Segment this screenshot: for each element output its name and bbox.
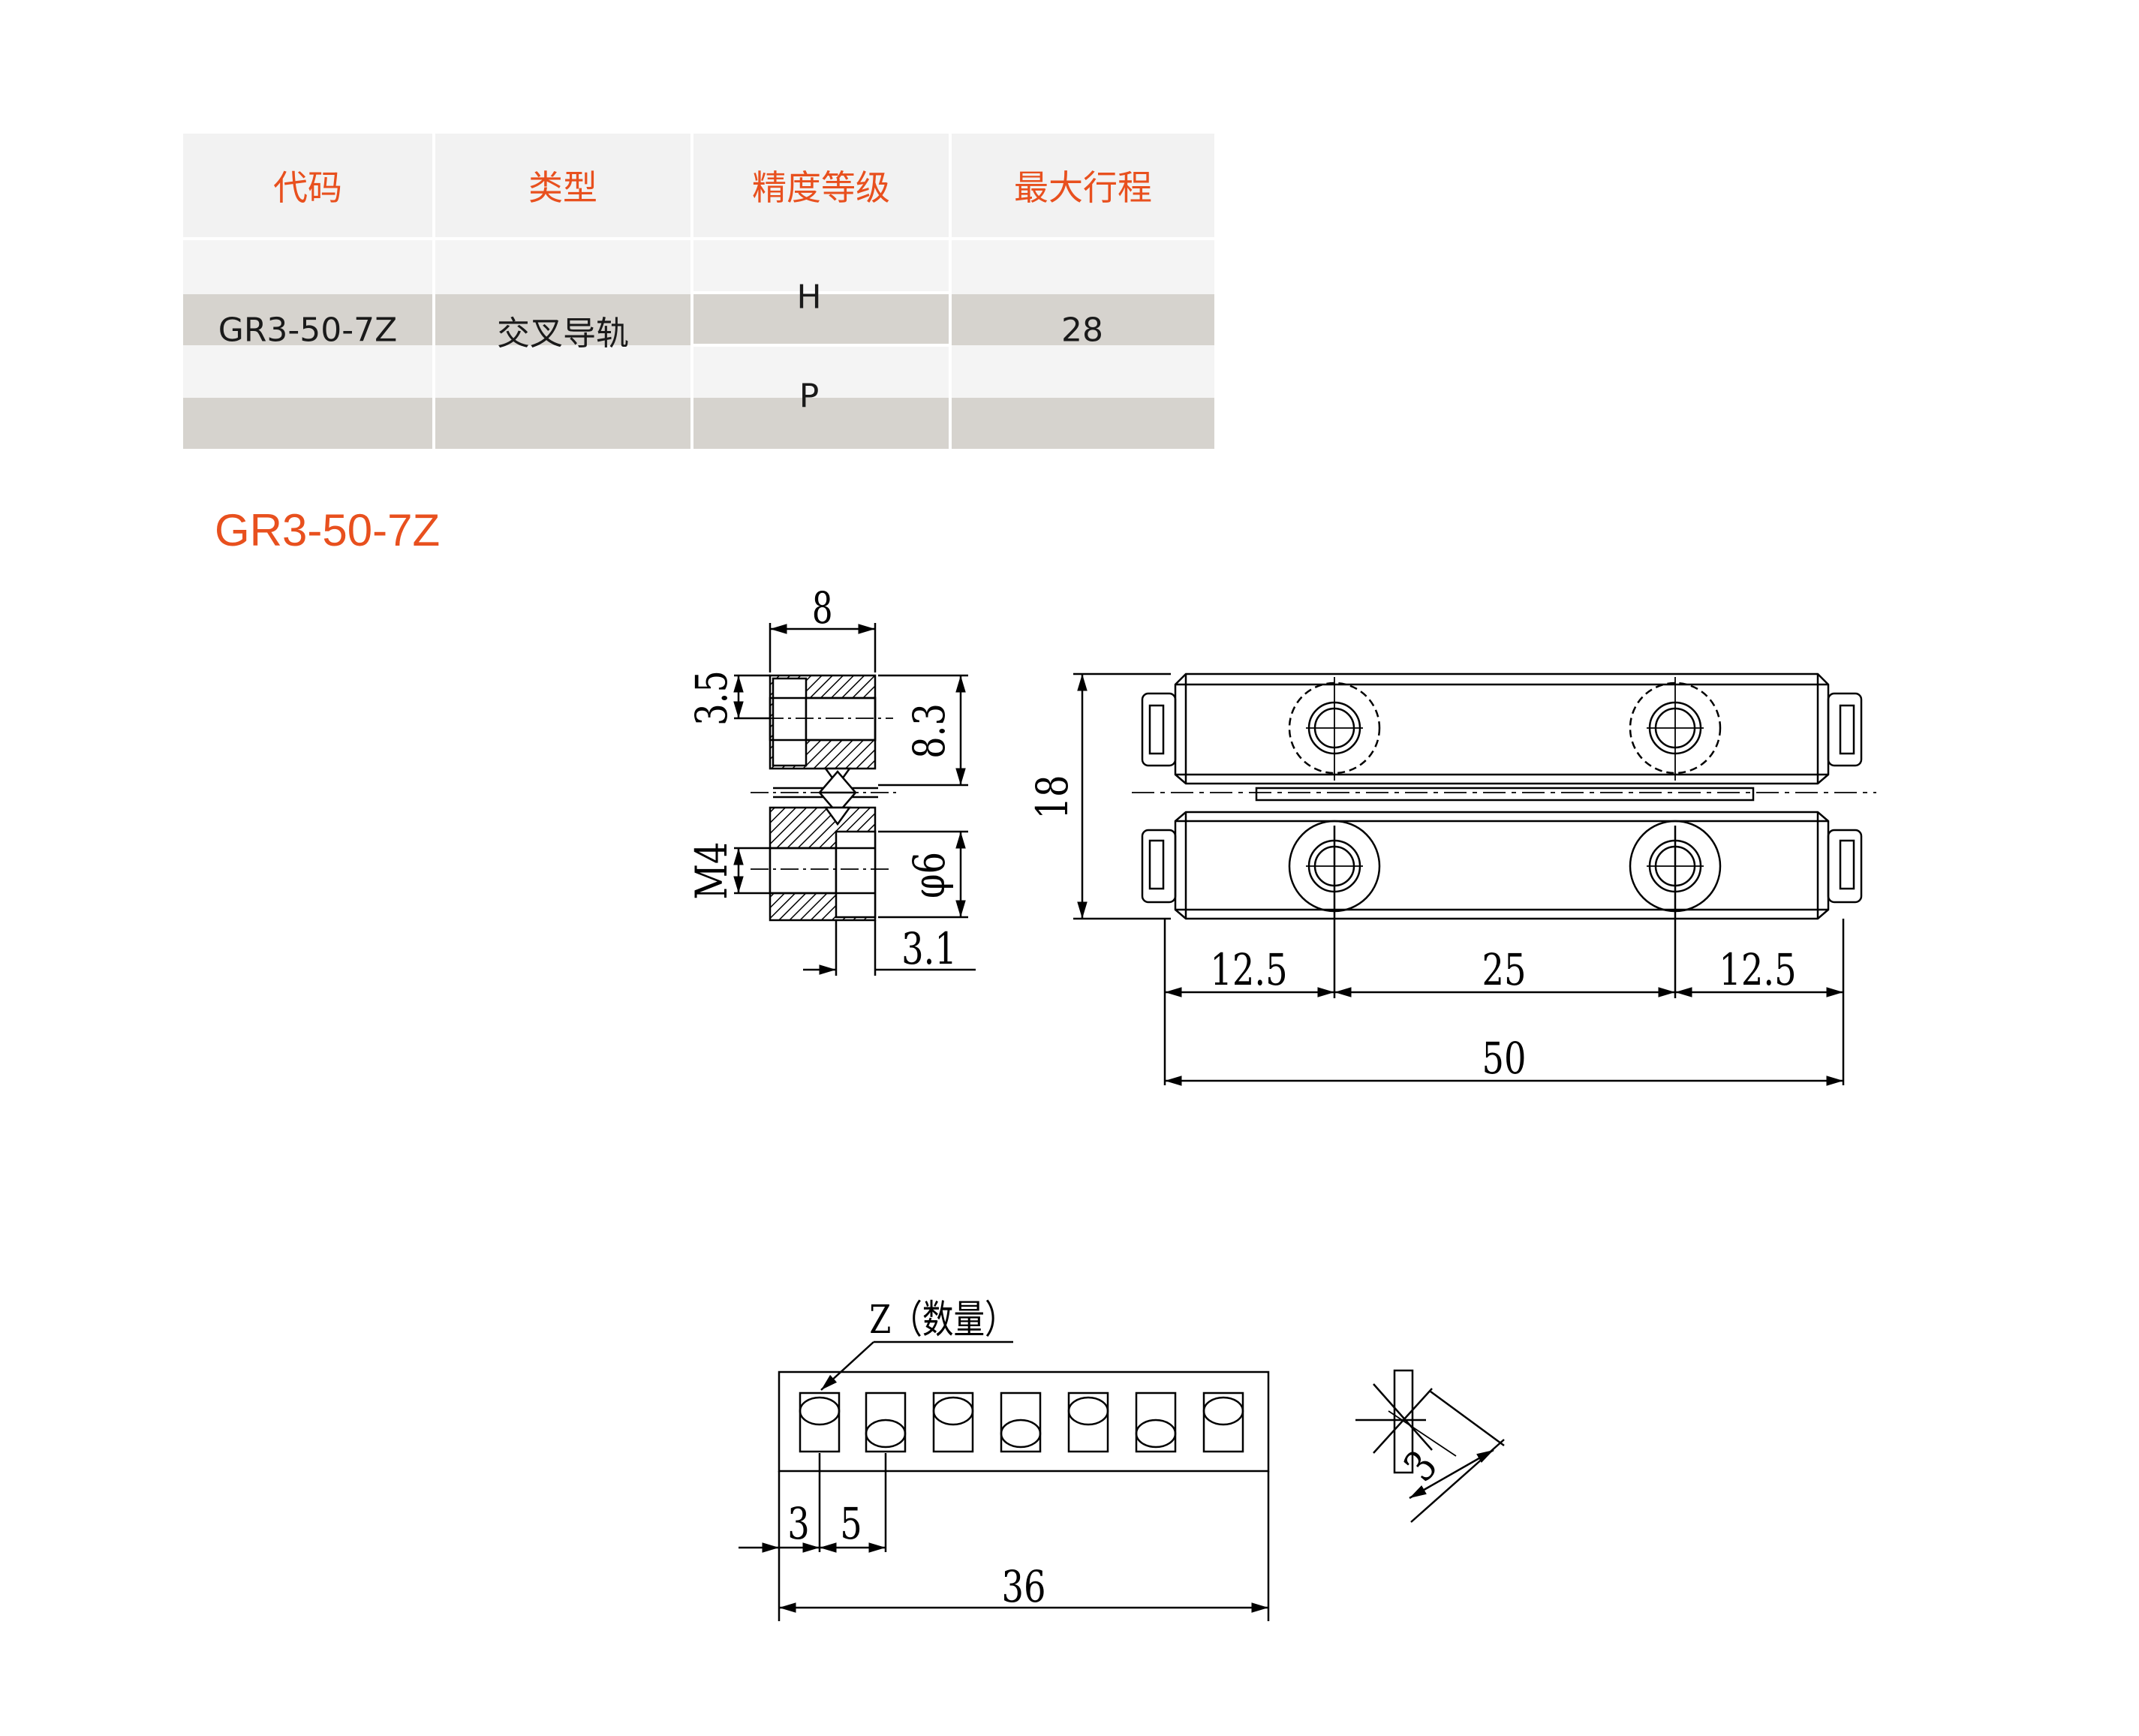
model-title: GR3-50-7Z (215, 505, 441, 555)
dim-first-offset: 3 (787, 1499, 810, 1549)
dim-length: 50 (1482, 1033, 1526, 1084)
cage-body (778, 1370, 1270, 1473)
table-divider (690, 291, 952, 294)
roller-row (799, 1392, 1244, 1453)
hole (1629, 681, 1722, 775)
dim-roller-pitch: 5 (840, 1499, 862, 1549)
cell-precision-h: H (796, 278, 822, 317)
front-view (1073, 672, 1876, 1086)
header-type: 类型 (435, 134, 690, 237)
roller (1135, 1392, 1177, 1453)
roller-detail (1393, 1369, 1414, 1474)
cell-code: GR3-50-7Z (218, 311, 398, 350)
header-precision: 精度等级 (693, 134, 949, 237)
label-quantity: Z（数量） (869, 1298, 1015, 1343)
roller (1067, 1392, 1109, 1453)
roller (932, 1392, 974, 1453)
table-divider (690, 344, 952, 347)
header-code: 代码 (183, 134, 432, 237)
row-band (183, 294, 1214, 345)
roller (1000, 1392, 1042, 1453)
dim-thread: M4 (687, 841, 737, 899)
section-view (733, 623, 976, 976)
table-divider (183, 237, 1214, 240)
hole (1288, 681, 1381, 775)
dim-head-diameter: 8.3 (904, 703, 955, 759)
cell-type: 交叉导轨 (497, 314, 629, 353)
bottom-rail (1174, 811, 1830, 920)
dim-bore: φ6 (904, 852, 955, 898)
cage-strip (1255, 787, 1755, 802)
dim-width: 8 (812, 583, 833, 634)
dim-end-pitch-left: 12.5 (1210, 945, 1287, 995)
roller (1202, 1392, 1244, 1453)
dim-height: 18 (1027, 775, 1078, 819)
roller (865, 1392, 907, 1453)
row-band (183, 240, 1214, 294)
dim-pitch: 25 (1482, 945, 1526, 995)
cell-precision-p: P (799, 377, 820, 416)
dim-cage-length: 36 (1001, 1562, 1045, 1612)
top-rail (1174, 672, 1830, 785)
dim-end-pitch-right: 12.5 (1719, 945, 1796, 995)
dim-roller-size: 3 (1394, 1442, 1448, 1491)
spec-table: 代码 类型 精度等级 最大行程 GR3-50-7Z 交叉导轨 H P 28 (183, 134, 1214, 449)
dim-top-offset: 3.5 (687, 670, 737, 726)
row-band (183, 345, 1214, 398)
dim-depth: 3.1 (901, 924, 957, 974)
cell-max-stroke: 28 (1061, 311, 1103, 350)
table-divider (432, 134, 435, 449)
cage-view (739, 1340, 1505, 1621)
row-band (183, 398, 1214, 449)
header-max-stroke: 最大行程 (952, 134, 1214, 237)
roller (799, 1392, 841, 1453)
